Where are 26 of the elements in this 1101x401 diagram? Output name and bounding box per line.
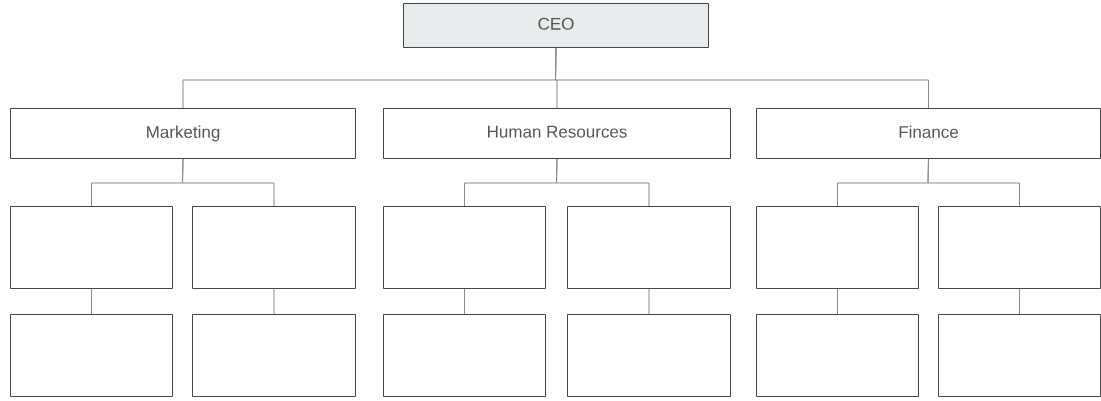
connector-line — [555, 47, 929, 109]
connector-line — [91, 288, 92, 315]
empty-box — [10, 314, 173, 397]
connector-line — [182, 158, 275, 207]
empty-box — [938, 206, 1101, 289]
empty-box — [383, 206, 546, 289]
connector-line — [927, 158, 1020, 207]
connector-line — [464, 288, 465, 315]
empty-box — [756, 206, 919, 289]
title-box: CEO — [403, 3, 709, 48]
connector-line — [273, 288, 275, 315]
empty-box — [192, 314, 356, 397]
empty-box — [383, 314, 546, 397]
connector-line — [556, 158, 650, 207]
empty-box — [10, 206, 173, 289]
department-box: Marketing — [10, 108, 356, 159]
connector-line — [648, 288, 650, 315]
department-box: Finance — [756, 108, 1101, 159]
empty-box — [567, 206, 731, 289]
connector-line — [837, 288, 838, 315]
empty-box — [938, 314, 1101, 397]
empty-box — [567, 314, 731, 397]
department-box: Human Resources — [383, 108, 731, 159]
empty-box — [756, 314, 919, 397]
empty-box — [192, 206, 356, 289]
connector-line — [1019, 288, 1020, 315]
